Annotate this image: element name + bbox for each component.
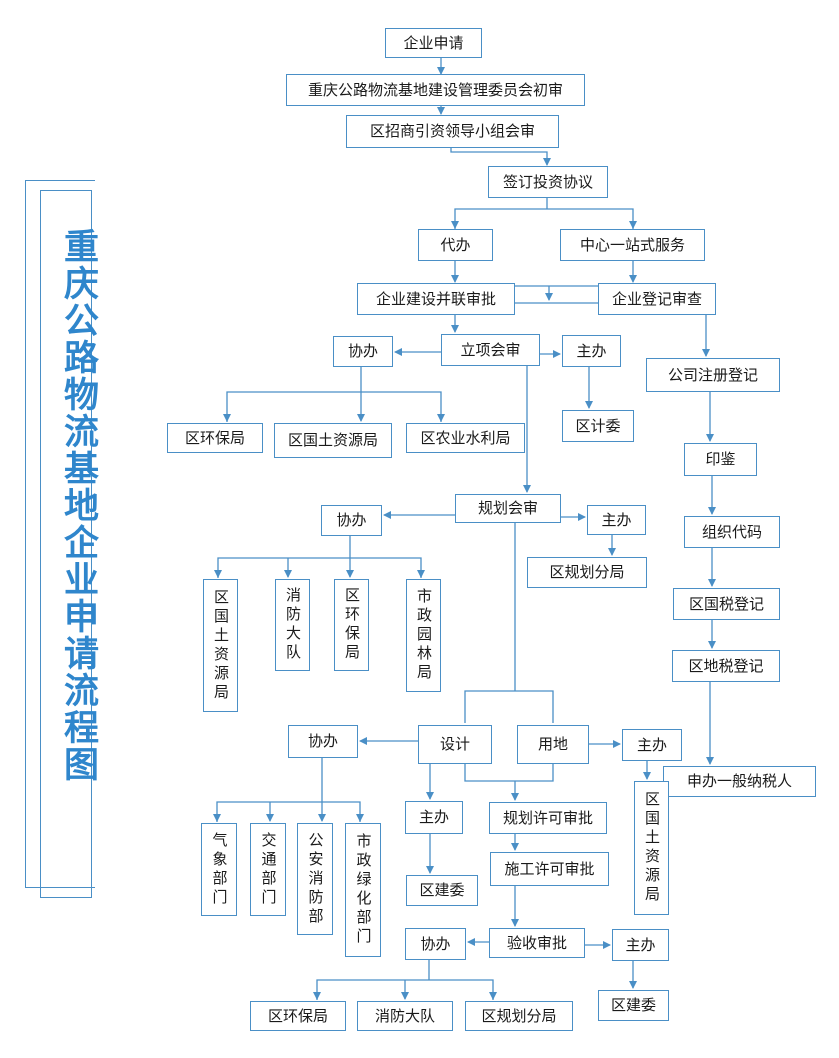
node-municipal-greening: 市政绿化部门	[345, 823, 381, 957]
node-assist-2: 协办	[321, 505, 382, 536]
node-general-taxpayer: 申办一般纳税人	[663, 766, 816, 797]
node-planning-permit: 规划许可审批	[489, 802, 607, 834]
chart-title: 重庆公路物流基地企业申请流程图	[58, 228, 98, 783]
node-apply: 企业申请	[385, 28, 482, 58]
node-sign-agreement: 签订投资协议	[488, 166, 608, 198]
node-agent: 代办	[418, 229, 493, 261]
node-meteorology: 气象部门	[201, 823, 237, 916]
node-dist-env-1: 区环保局	[167, 423, 263, 453]
node-dist-land-1: 区国土资源局	[274, 423, 392, 458]
node-public-security-fire: 公安消防部	[297, 823, 333, 935]
title-frame-outer	[25, 180, 95, 888]
node-registration-review: 企业登记审查	[598, 283, 716, 315]
node-assist-1: 协办	[333, 336, 393, 367]
node-lead-1: 主办	[562, 335, 621, 367]
node-dist-env-3: 区环保局	[250, 1001, 346, 1031]
node-lead-3: 主办	[622, 729, 682, 761]
node-lead-2: 主办	[587, 505, 646, 535]
node-dist-construction-2: 区建委	[598, 990, 669, 1021]
node-land-use: 用地	[517, 725, 589, 764]
node-national-tax: 区国税登记	[673, 588, 780, 620]
node-seal: 印鉴	[684, 443, 757, 476]
node-dist-construction-1: 区建委	[406, 875, 478, 906]
node-dist-planning-committee: 区计委	[562, 410, 634, 442]
node-assist-3: 协办	[288, 725, 358, 758]
node-assist-4: 协办	[405, 928, 466, 960]
node-dist-planning-bureau-2: 区规划分局	[465, 1001, 573, 1031]
node-construction-permit: 施工许可审批	[490, 852, 609, 886]
node-org-code: 组织代码	[684, 516, 780, 548]
node-fire-brigade-2: 消防大队	[357, 1001, 453, 1031]
node-dist-agri: 区农业水利局	[406, 423, 525, 453]
node-municipal-garden: 市政园林局	[406, 579, 441, 692]
node-traffic: 交通部门	[250, 823, 286, 916]
node-lead-4: 主办	[405, 801, 463, 834]
title-frame-inner	[40, 190, 92, 898]
node-lead-5: 主办	[612, 929, 669, 961]
node-dist-land-3: 区国土资源局	[634, 781, 669, 915]
node-acceptance: 验收审批	[489, 928, 585, 958]
node-initial-review: 重庆公路物流基地建设管理委员会初审	[286, 74, 585, 106]
node-dist-env-2: 区环保局	[334, 579, 369, 671]
node-dist-planning-bureau-1: 区规划分局	[527, 557, 647, 588]
node-dist-land-2: 区国土资源局	[203, 579, 238, 712]
node-design: 设计	[418, 725, 492, 764]
node-parallel-approval: 企业建设并联审批	[357, 283, 515, 315]
node-district-group-review: 区招商引资领导小组会审	[346, 115, 559, 148]
node-company-register: 公司注册登记	[646, 358, 780, 392]
node-one-stop: 中心一站式服务	[560, 229, 705, 261]
node-fire-brigade-1: 消防大队	[275, 579, 310, 671]
node-local-tax: 区地税登记	[672, 650, 780, 682]
node-project-meeting: 立项会审	[441, 334, 540, 366]
node-planning-meeting: 规划会审	[455, 494, 561, 523]
